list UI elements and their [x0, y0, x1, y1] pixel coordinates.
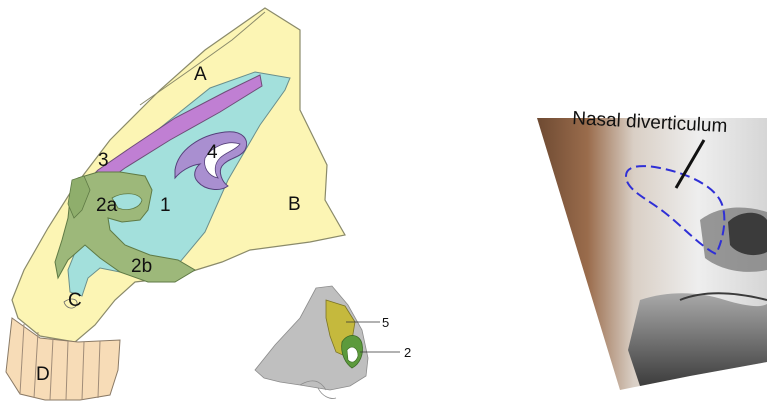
nose-inset-nostril [347, 347, 358, 362]
label-D: D [36, 364, 50, 385]
label-2-inset: 2 [404, 345, 411, 360]
label-3: 3 [98, 150, 109, 171]
label-2b: 2b [131, 256, 152, 277]
nose-photo: Nasal diverticulum [537, 108, 767, 390]
label-4: 4 [207, 142, 218, 163]
label-1: 1 [160, 195, 171, 216]
label-A: A [194, 64, 207, 85]
label-B: B [288, 194, 301, 215]
photo-nostril [728, 213, 767, 255]
label-C: C [68, 290, 82, 311]
photo-chin [628, 293, 767, 386]
label-2a: 2a [96, 195, 118, 216]
nose-inset: 5 2 [255, 286, 411, 399]
label-5: 5 [382, 315, 389, 330]
